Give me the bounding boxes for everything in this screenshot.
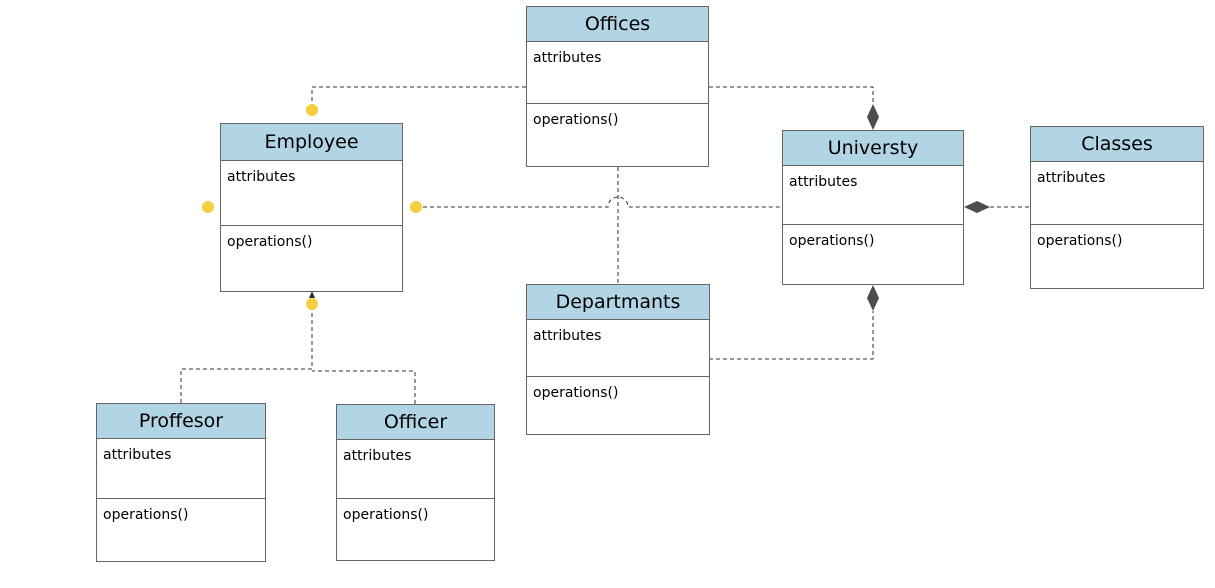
class-employee[interactable]: Employee attributes operations() <box>220 123 403 292</box>
class-attributes: attributes <box>527 320 709 377</box>
class-name: Departmants <box>527 285 709 320</box>
class-attributes: attributes <box>337 440 494 499</box>
class-universty[interactable]: Universty attributes operations() <box>782 130 964 285</box>
endpoint-dot-icon[interactable] <box>306 104 318 116</box>
class-attributes: attributes <box>527 42 708 104</box>
class-officer[interactable]: Officer attributes operations() <box>336 404 495 561</box>
composition-diamond-icon <box>867 104 879 130</box>
class-operations: operations() <box>533 385 619 401</box>
generalization-arrow-icon <box>309 291 315 298</box>
class-name: Universty <box>783 131 963 166</box>
connector-proffesor-employee[interactable] <box>180 292 313 403</box>
class-operations: operations() <box>1037 233 1123 249</box>
class-name: Employee <box>221 124 402 161</box>
connector-offices-universty[interactable] <box>709 86 874 106</box>
connector-officer-employee[interactable] <box>312 370 416 404</box>
class-name: Officer <box>337 405 494 440</box>
class-name: Proffesor <box>97 404 265 439</box>
class-offices[interactable]: Offices attributes operations() <box>526 6 709 167</box>
class-proffesor[interactable]: Proffesor attributes operations() <box>96 403 266 562</box>
connector-offices-employee[interactable] <box>311 86 526 110</box>
class-attributes: attributes <box>97 439 265 499</box>
class-name: Classes <box>1031 127 1203 162</box>
connector-employee-universty[interactable] <box>416 196 782 208</box>
class-operations: operations() <box>343 507 429 523</box>
class-operations: operations() <box>227 234 313 250</box>
class-attributes: attributes <box>783 166 963 225</box>
class-departmants[interactable]: Departmants attributes operations() <box>526 284 710 435</box>
endpoint-dot-icon[interactable] <box>306 298 318 310</box>
class-operations: operations() <box>533 112 619 128</box>
connector-departmants-universty[interactable] <box>709 311 874 360</box>
endpoint-dot-icon[interactable] <box>202 201 214 213</box>
composition-diamond-icon <box>867 285 879 311</box>
class-operations: operations() <box>103 507 189 523</box>
class-operations: operations() <box>789 233 875 249</box>
composition-diamond-icon <box>964 201 990 213</box>
class-classes[interactable]: Classes attributes operations() <box>1030 126 1204 289</box>
class-attributes: attributes <box>1031 162 1203 225</box>
class-attributes: attributes <box>221 161 402 226</box>
endpoint-dot-icon[interactable] <box>410 201 422 213</box>
class-name: Offices <box>527 7 708 42</box>
